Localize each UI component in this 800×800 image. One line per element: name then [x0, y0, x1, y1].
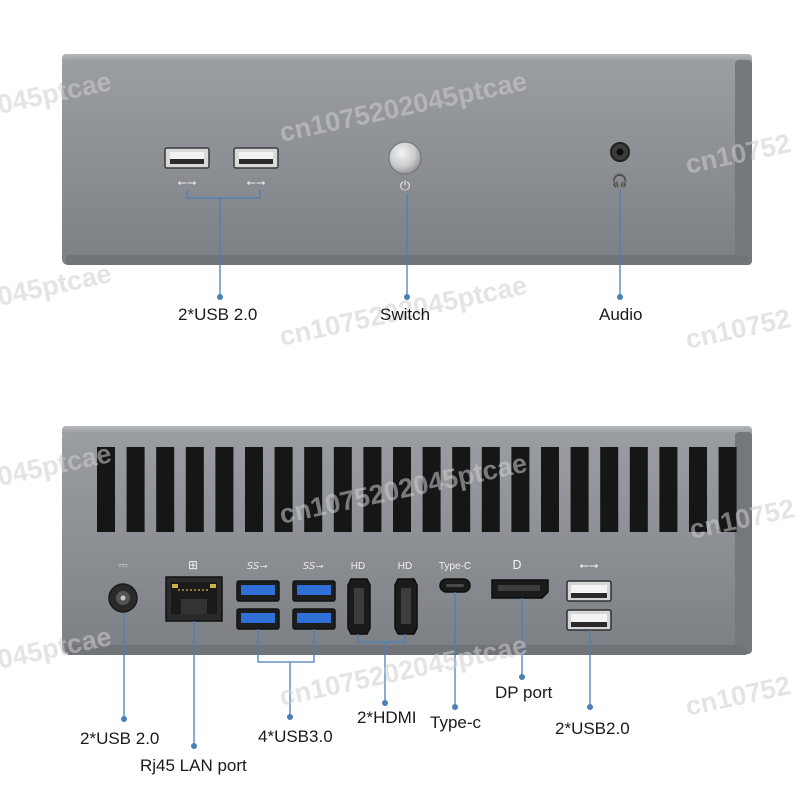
- vent-slot: [363, 447, 382, 532]
- front-leader-lines: [186, 190, 621, 296]
- rear-panel: ⎓ ⊞ SS⭢ SS⭢: [62, 426, 752, 749]
- power-icon: ⏻: [400, 179, 410, 194]
- vent-slot: [600, 447, 619, 532]
- vent-slot: [541, 447, 559, 532]
- rear-leader-dots: [121, 674, 593, 749]
- type-c-label: Type-c: [430, 713, 482, 732]
- vent-slot: [481, 447, 500, 532]
- hdmi-port-2: [394, 578, 418, 635]
- vent-slot: [185, 447, 204, 532]
- rj45-port: [165, 576, 223, 622]
- hdmi-1-marking: HD: [351, 561, 365, 572]
- network-icon: ⊞: [188, 558, 198, 572]
- usb3-port-4: [292, 608, 336, 630]
- vent-slot: [333, 447, 352, 532]
- dc-power-icon: ⎓: [118, 558, 128, 572]
- vent-slot: [97, 447, 115, 532]
- hdmi-port-1: [347, 578, 371, 635]
- rear-usb2-port-1: [566, 580, 612, 602]
- vent-slot: [393, 447, 411, 532]
- front-leader-dots: [217, 294, 623, 300]
- headphone-icon: 🎧: [612, 173, 628, 189]
- rear-leader-lines: [123, 592, 591, 745]
- vent-slot: [156, 447, 175, 532]
- usb3-label: 4*USB3.0: [258, 727, 333, 746]
- type-c-marking: Type-C: [439, 561, 471, 572]
- front-usb-port-1: [164, 147, 210, 169]
- front-usb-port-2: [233, 147, 279, 169]
- rear-case-edge-right: [735, 432, 752, 654]
- vent-slot: [422, 447, 441, 532]
- usb3-ss-icon: SS⭢: [247, 561, 268, 572]
- vent-slot: [452, 447, 471, 532]
- audio-label: Audio: [599, 305, 643, 324]
- rear-usb2-port-2: [566, 609, 612, 631]
- vent-slot: [126, 447, 145, 532]
- audio-jack-hole: [616, 148, 624, 156]
- rear-vents: [97, 447, 737, 532]
- vent-slot: [274, 447, 293, 532]
- usb-icon: ⭠⭢: [579, 558, 599, 572]
- usb3-port-3: [236, 608, 280, 630]
- front-case-edge-right: [735, 60, 752, 265]
- front-panel: ⭠⭢ ⭠⭢ ⏻ 🎧: [62, 54, 752, 300]
- type-c-port: [439, 578, 471, 593]
- usb3-ss-icon: SS⭢: [303, 561, 324, 572]
- rear-case-bottom: [66, 645, 748, 655]
- lan-port-label: Rj45 LAN port: [140, 756, 247, 775]
- usb3-port-2: [292, 580, 336, 602]
- switch-label: Switch: [380, 305, 431, 324]
- hdmi-2-marking: HD: [398, 561, 412, 572]
- usb-icon: ⭠⭢: [246, 175, 266, 189]
- usb2-rear-label: 2*USB2.0: [555, 719, 630, 738]
- front-usb-label: 2*USB 2.0: [178, 305, 258, 324]
- vent-slot: [511, 447, 530, 532]
- vent-slot: [245, 447, 263, 532]
- vent-slot: [570, 447, 589, 532]
- vent-slot: [629, 447, 648, 532]
- dc-in-label: 2*USB 2.0: [80, 729, 160, 748]
- usb3-port-1: [236, 580, 280, 602]
- dp-port-label: DP port: [495, 683, 553, 702]
- displayport-port: [491, 579, 549, 599]
- usb-icon: ⭠⭢: [177, 175, 197, 189]
- dc-in-pin: [120, 595, 126, 601]
- vent-slot: [304, 447, 323, 532]
- vent-slot: [689, 447, 707, 532]
- vent-slot: [215, 447, 234, 532]
- displayport-icon: D: [512, 558, 521, 572]
- vent-slot: [718, 447, 737, 532]
- vent-slot: [659, 447, 678, 532]
- power-button: [388, 141, 422, 175]
- hdmi-label: 2*HDMI: [357, 708, 417, 727]
